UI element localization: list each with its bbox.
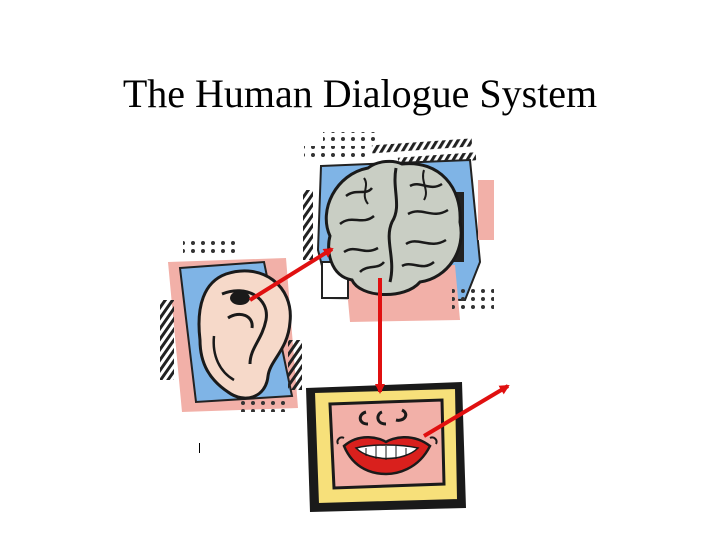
mouth-icon [336, 408, 438, 476]
brain-icon [324, 159, 463, 296]
slide-title: The Human Dialogue System [122, 71, 598, 116]
arrow-ear-to-brain [248, 247, 334, 302]
arrow-mouth-to-outside [422, 384, 510, 438]
stray-mark [199, 443, 200, 453]
ear-icon [197, 269, 292, 400]
